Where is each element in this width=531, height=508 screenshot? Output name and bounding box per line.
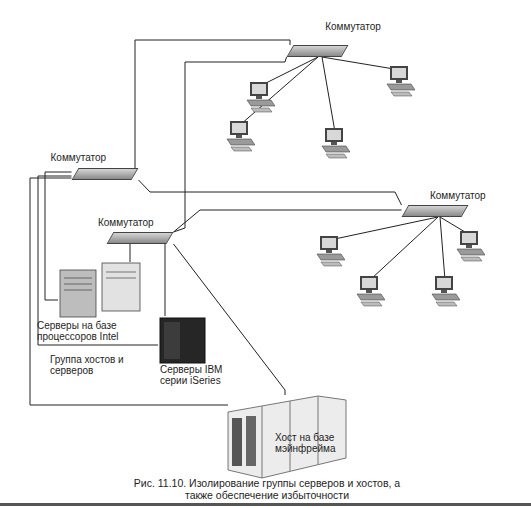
mainframe-panel — [246, 416, 256, 466]
workstation-icon — [247, 82, 275, 112]
wire — [330, 217, 438, 240]
switch-label: Коммутатор — [51, 152, 131, 163]
switch-box: Коммутатор — [72, 168, 139, 180]
figure-caption: Рис. 11.10. Изолирование группы серверов… — [122, 477, 412, 501]
switch-label: Коммутатор — [430, 190, 510, 201]
server-stripe — [106, 272, 136, 273]
server-stripe — [64, 278, 92, 279]
switch-box: Коммутатор — [287, 45, 349, 57]
network-cable — [135, 40, 290, 168]
free-label: Группа хостов и серверов — [50, 354, 124, 376]
network-cable — [130, 244, 131, 262]
wire — [322, 57, 335, 132]
intel-server-icon — [60, 263, 140, 317]
mainframe-box: Хост на базе мэйнфрейма — [228, 395, 346, 478]
network-cable — [38, 176, 158, 345]
switch-box: Коммутатор — [402, 205, 469, 217]
switch-label: Коммутатор — [98, 217, 178, 228]
wire — [240, 57, 318, 125]
workstation-icon — [322, 128, 350, 158]
server-cabinet — [160, 318, 205, 363]
mainframe-cabinet — [228, 396, 346, 478]
network-cable — [174, 210, 402, 232]
page-rule — [0, 503, 531, 506]
workstation-icon — [317, 236, 345, 266]
iseries-server-icon — [160, 318, 205, 363]
node-label: Серверы IBM серии iSeries — [160, 364, 232, 386]
workstation-wires — [240, 57, 470, 280]
server-tower — [102, 263, 140, 311]
node-label: Хост на базе мэйнфрейма — [275, 432, 341, 454]
workstation-icon — [432, 276, 460, 306]
network-cable — [165, 244, 166, 316]
workstation-icon — [457, 231, 485, 261]
workstation-icon — [387, 66, 415, 96]
server-box: Серверы на базе процессоров Intel — [58, 262, 143, 318]
network-cable — [45, 172, 72, 300]
mainframe-panel-line — [262, 406, 263, 478]
wire — [440, 217, 445, 280]
mainframe-icon — [228, 396, 346, 478]
node-label: Серверы на базе процессоров Intel — [37, 320, 129, 342]
switch-box: Коммутатор — [107, 232, 174, 244]
network-cable — [30, 178, 228, 405]
network-cable — [139, 180, 402, 205]
workstation-icon — [357, 276, 385, 306]
mainframe-panel — [232, 418, 242, 466]
server-panel — [164, 322, 180, 359]
server-stripe — [64, 290, 92, 291]
workstation-icon — [227, 121, 255, 151]
wire — [370, 217, 438, 280]
server-stripe — [64, 284, 92, 285]
server-box: Серверы IBM серии iSeries — [158, 316, 207, 364]
wire — [322, 57, 400, 70]
network-cable — [174, 57, 287, 232]
switch-label: Коммутатор — [325, 21, 405, 32]
server-stripe — [106, 278, 136, 279]
server-tower — [60, 270, 96, 317]
network-cable — [174, 244, 286, 395]
